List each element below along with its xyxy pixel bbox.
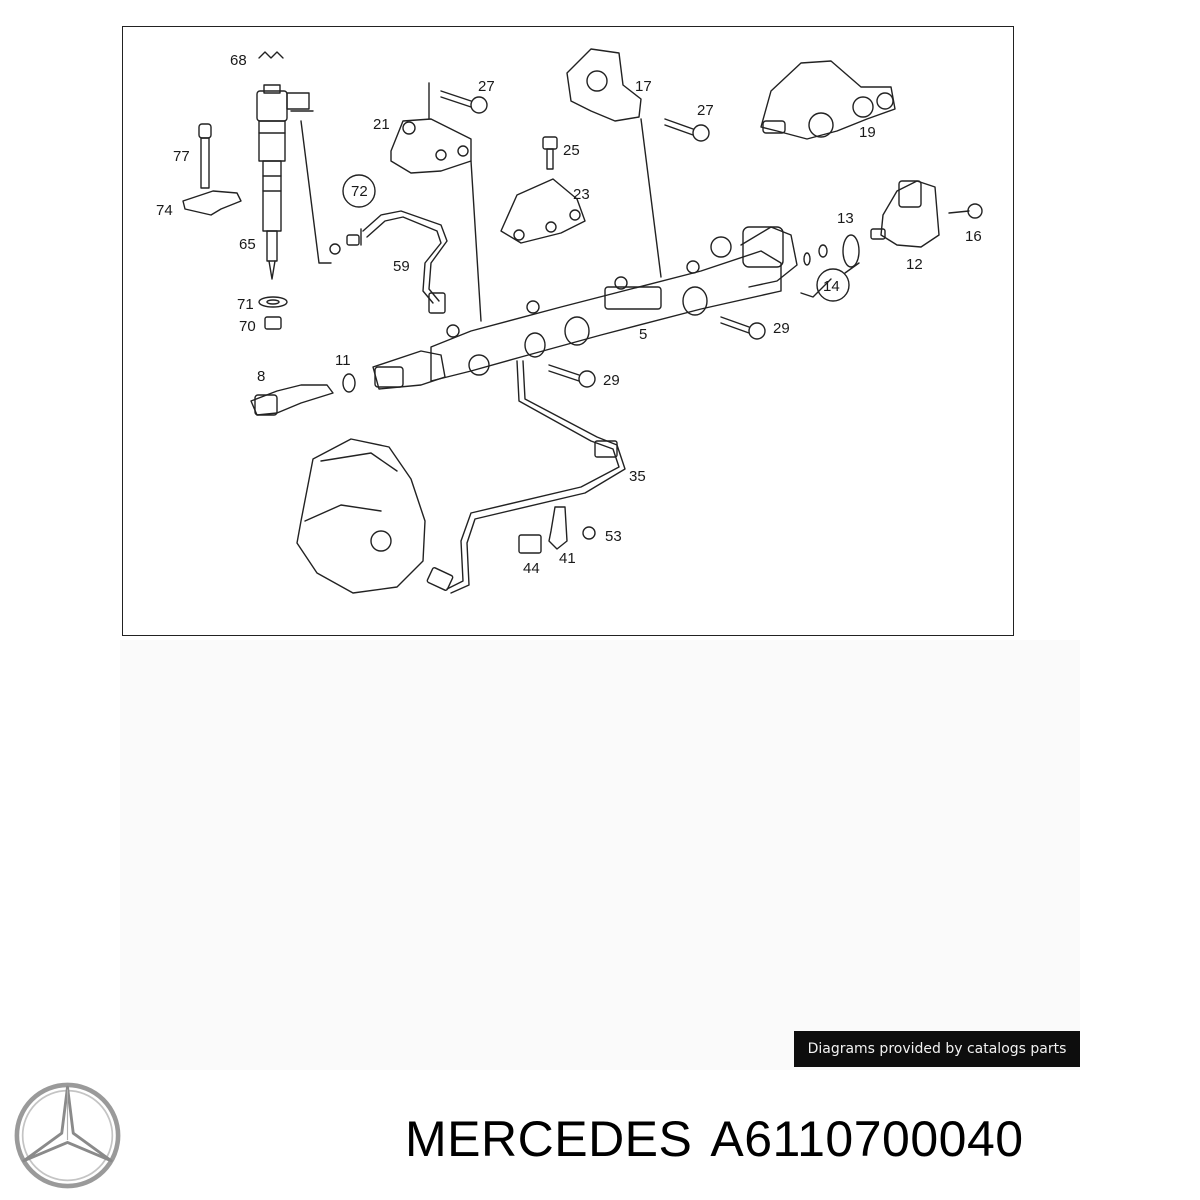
callout-74: 74 — [156, 202, 173, 219]
callout-53: 53 — [605, 528, 622, 545]
part-35-pipe — [446, 360, 620, 590]
callout-12: 12 — [906, 256, 923, 273]
part-68-clip — [258, 51, 284, 59]
callout-65: 65 — [239, 236, 256, 253]
part-70-seal — [264, 316, 282, 330]
part-19-bracket — [760, 60, 896, 140]
part-5-fuel-rail — [430, 226, 798, 382]
callout-25: 25 — [563, 142, 580, 159]
part-23-bracket — [500, 178, 586, 244]
callout-8: 8 — [257, 368, 265, 385]
callout-13: 13 — [837, 210, 854, 227]
callout-19: 19 — [859, 124, 876, 141]
part-71-washer — [258, 296, 288, 308]
part-65-injector — [256, 84, 310, 280]
part-17-bracket — [566, 48, 642, 122]
credit-banner: Diagrams provided by catalogs parts — [794, 1031, 1080, 1067]
callout-44: 44 — [523, 560, 540, 577]
callout-41: 41 — [559, 550, 576, 567]
part-41-clip — [548, 506, 568, 550]
part-59-pipe — [362, 210, 448, 302]
part-14-circle — [816, 268, 850, 302]
part-29-bolt-mid — [548, 364, 596, 388]
background-panel — [120, 640, 1080, 1070]
callout-29a: 29 — [773, 320, 790, 337]
callout-35: 35 — [629, 468, 646, 485]
brand-name: MERCEDES — [405, 1111, 693, 1167]
callout-14: 14 — [823, 278, 840, 295]
callout-77: 77 — [173, 148, 190, 165]
rail-sensor — [372, 350, 446, 390]
part-25-bolt — [542, 136, 558, 150]
callout-72: 72 — [351, 183, 368, 200]
part-74-clamp — [182, 190, 242, 216]
part-77-bolt — [198, 123, 212, 189]
diagram-drawing: 68 27 17 27 19 21 25 23 77 72 74 65 59 1… — [156, 48, 983, 594]
part-72-circle — [342, 174, 376, 208]
callout-11: 11 — [335, 352, 351, 369]
callout-5: 5 — [639, 326, 647, 343]
part-13-oring — [842, 234, 860, 268]
part-44-damper — [518, 534, 542, 554]
callout-71: 71 — [237, 296, 254, 313]
callout-29b: 29 — [603, 372, 620, 389]
part-12-valve — [870, 180, 940, 248]
part-27-bolt-right — [664, 118, 710, 142]
part-29-bolt-right — [720, 316, 766, 340]
part-53-bolt — [582, 526, 596, 540]
part-11-washer — [342, 373, 356, 393]
product-title: MERCEDES A6110700040 — [405, 1110, 1024, 1168]
callout-59: 59 — [393, 258, 410, 275]
part-27-bolt-left — [440, 90, 488, 114]
callout-27b: 27 — [697, 102, 714, 119]
part-16-screw — [948, 203, 983, 219]
callout-70: 70 — [239, 318, 256, 335]
callout-27a: 27 — [478, 78, 495, 95]
callout-68: 68 — [230, 52, 247, 69]
parts-diagram: 68 27 17 27 19 21 25 23 77 72 74 65 59 1… — [122, 26, 1014, 636]
part-8-sensor — [250, 384, 334, 416]
mercedes-star-logo — [14, 1082, 121, 1189]
part-number: A6110700040 — [710, 1111, 1024, 1167]
callout-16: 16 — [965, 228, 982, 245]
callout-17: 17 — [635, 78, 652, 95]
high-pressure-pump — [296, 438, 426, 594]
callout-23: 23 — [573, 186, 590, 203]
callout-21: 21 — [373, 116, 390, 133]
